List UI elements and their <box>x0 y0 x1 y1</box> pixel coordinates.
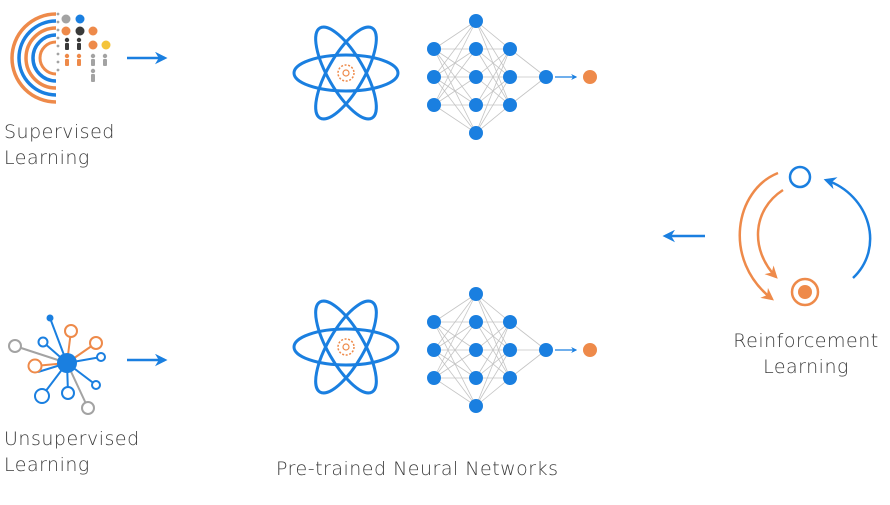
unsupervised-label-line2: Learning <box>4 453 90 476</box>
reinforcement-label-line1: Reinforcement <box>733 330 879 352</box>
reinforcement-learning-label: Reinforcement Learning <box>722 329 890 380</box>
unsupervised-label-line1: Unsupervised <box>4 428 140 450</box>
reinforcement-label-line2: Learning <box>763 355 849 378</box>
neural-network-icon <box>427 287 597 413</box>
atom-icon <box>292 17 400 129</box>
supervised-label-line2: Learning <box>4 146 90 169</box>
atom-icon <box>292 291 400 403</box>
unsupervised-learning-label: Unsupervised Learning <box>4 427 140 478</box>
neural-network-icon <box>427 14 597 140</box>
supervised-learning-label: Supervised Learning <box>4 120 115 171</box>
pretrained-networks-label: Pre-trained Neural Networks <box>276 458 559 480</box>
cycle-icon <box>738 165 872 307</box>
network-graph-icon <box>8 314 106 415</box>
supervised-data-icon <box>10 12 111 104</box>
supervised-label-line1: Supervised <box>4 121 115 143</box>
